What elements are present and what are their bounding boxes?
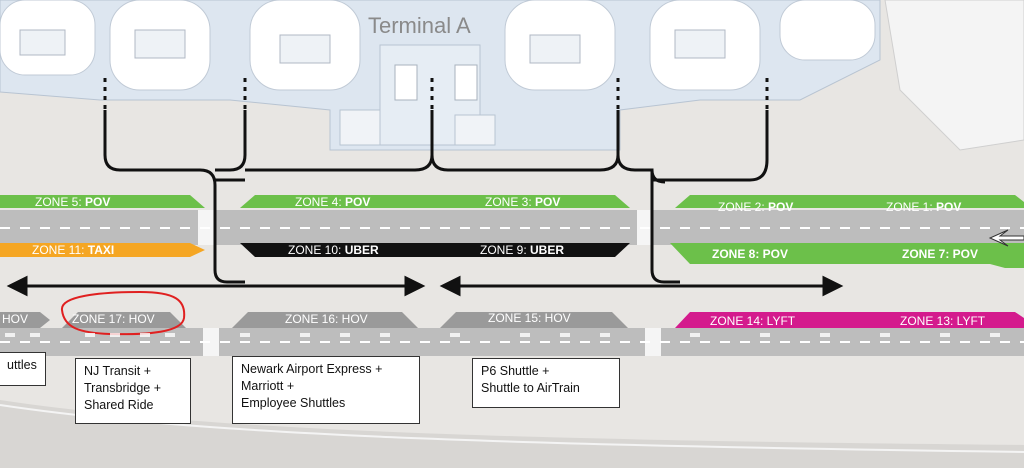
walk-direction-arrows <box>6 275 844 297</box>
info-line: Transbridge + <box>84 381 162 395</box>
crosswalk <box>198 210 214 245</box>
zone-7-label: ZONE 7: POV <box>902 247 978 261</box>
terminal-title: Terminal A <box>368 13 471 38</box>
zone-5-label: ZONE 5: POV <box>35 195 110 209</box>
zone-2-label: ZONE 2: POV <box>718 200 793 214</box>
info-line: Marriott + <box>241 379 295 393</box>
info-box-zone-15: P6 Shuttle + Shuttle to AirTrain <box>472 358 620 408</box>
info-line: Shared Ride <box>84 398 154 412</box>
access-road <box>0 400 1024 468</box>
curb-markings <box>5 333 1000 337</box>
landside-area <box>884 0 1024 151</box>
info-box-zone-16: Newark Airport Express + Marriott + Empl… <box>232 356 420 424</box>
zone-1-label: ZONE 1: POV <box>886 200 961 214</box>
zone-17-hov[interactable] <box>62 312 186 328</box>
zone-16-label: ZONE 16: HOV <box>285 312 368 326</box>
zone-10-label: ZONE 10: UBER <box>288 243 379 257</box>
info-box-shuttles: uttles <box>0 352 46 386</box>
lower-roadway <box>0 328 1024 356</box>
crosswalk <box>637 210 653 245</box>
info-line: uttles <box>7 358 37 372</box>
zone-14-label: ZONE 14: LYFT <box>710 314 796 328</box>
terminal-building <box>0 0 881 151</box>
zone-5-pov[interactable] <box>0 195 205 208</box>
crosswalk <box>645 328 661 356</box>
zone-13-label: ZONE 13: LYFT <box>900 314 986 328</box>
zone-3-label: ZONE 3: POV <box>485 195 560 209</box>
zone-16-hov[interactable] <box>232 312 418 328</box>
info-line: Newark Airport Express + <box>241 362 383 376</box>
zone-10-9-uber[interactable] <box>240 243 630 257</box>
crosswalk <box>203 328 219 356</box>
lane-arrows <box>988 229 1024 247</box>
zone-15-hov[interactable] <box>440 312 628 328</box>
zone-14-13-lyft[interactable] <box>675 312 1024 328</box>
zone-9-label: ZONE 9: UBER <box>480 243 564 257</box>
zone-18-hov[interactable] <box>0 312 50 328</box>
zone-18-label: HOV <box>2 312 28 326</box>
info-line: P6 Shuttle + <box>481 364 550 378</box>
zone-15-label: ZONE 15: HOV <box>488 311 571 325</box>
zone-17-label: ZONE 17: HOV <box>72 312 155 326</box>
walkway-lines <box>103 78 769 284</box>
info-line: Shuttle to AirTrain <box>481 381 580 395</box>
zone-2-1-pov[interactable] <box>675 195 1024 208</box>
concourse-pod <box>779 0 876 61</box>
info-line: Employee Shuttles <box>241 396 346 410</box>
zone-17-highlight <box>61 290 186 336</box>
zone-4-3-pov[interactable] <box>240 195 630 208</box>
info-line: NJ Transit + <box>84 364 152 378</box>
zone-11-taxi[interactable] <box>0 243 205 257</box>
info-box-zone-17: NJ Transit + Transbridge + Shared Ride <box>75 358 191 424</box>
zone-4-label: ZONE 4: POV <box>295 195 370 209</box>
upper-roadway <box>0 210 1024 245</box>
zone-8-7-pov[interactable] <box>670 243 1024 268</box>
zone-8-label: ZONE 8: POV <box>712 247 788 261</box>
zone-11-label: ZONE 11: TAXI <box>32 243 114 257</box>
